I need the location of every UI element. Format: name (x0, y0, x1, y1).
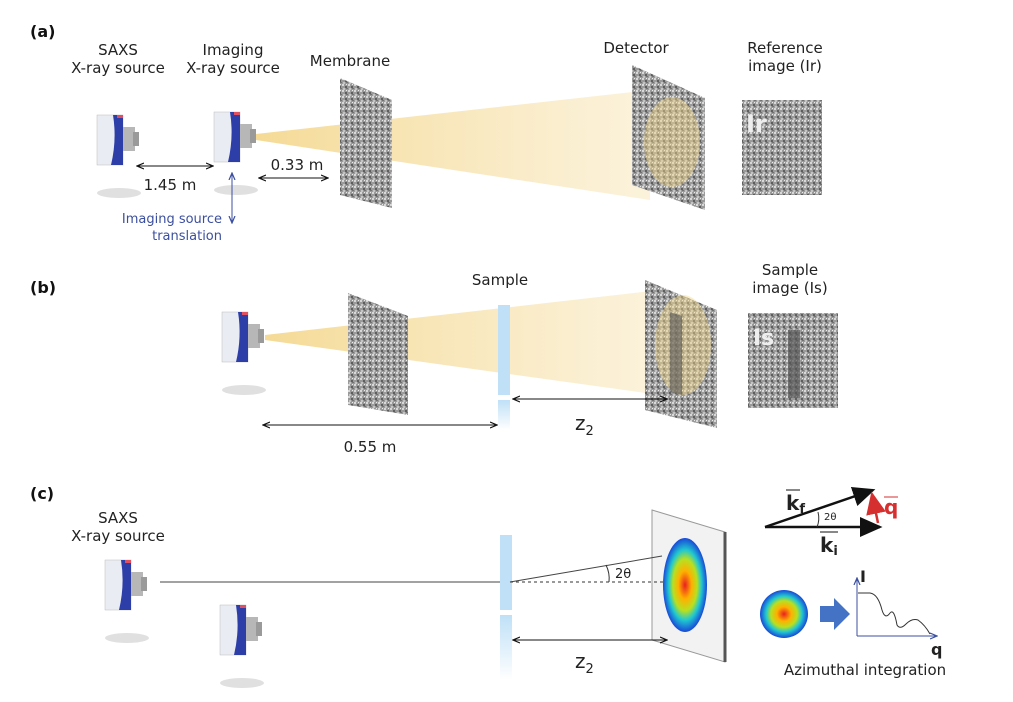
translation-label: Imaging source (122, 212, 222, 227)
membrane-label: Membrane (310, 52, 390, 70)
reference-image-label: Reference (747, 39, 823, 57)
beam-spot (655, 295, 711, 395)
q-vector (866, 491, 886, 524)
xray-beam (265, 290, 660, 395)
saxs-xray-source-icon (104, 559, 150, 644)
q-label: q (884, 495, 898, 519)
distance-sources-label: 1.45 m (144, 176, 197, 194)
reference-image-overlay: Ir (746, 110, 767, 138)
sample-reflection (498, 400, 510, 430)
vector-angle-arc (816, 511, 820, 528)
sample-image-label: Sample (762, 261, 818, 279)
imaging-xray-source-icon (213, 111, 259, 196)
scattering-pattern (663, 538, 707, 632)
saxs-source-label-2: X-ray source (71, 527, 165, 545)
imaging-source-label-2: X-ray source (186, 59, 280, 77)
saxs-source-label: SAXS (98, 41, 138, 59)
panel-label-a: (a) (30, 22, 55, 41)
sample (500, 535, 512, 610)
z2-label: z2 (575, 649, 594, 677)
imaging-xray-source-icon (219, 604, 265, 689)
sample (498, 305, 510, 395)
azimuthal-integration-label: Azimuthal integration (784, 661, 946, 679)
plot-y-label: I (860, 567, 866, 586)
membrane (340, 78, 392, 208)
ki-label: ki (820, 533, 838, 559)
distance-membrane-label: 0.33 m (271, 156, 324, 174)
panel-label-b: (b) (30, 278, 56, 297)
angle-arc (605, 564, 610, 583)
translation-label-2: translation (152, 229, 222, 244)
intensity-curve (858, 592, 931, 635)
vector-angle-label: 2θ (824, 512, 836, 523)
sample-reflection (500, 615, 512, 680)
detector (632, 65, 705, 210)
reference-image-label-2: image (Ir) (748, 57, 822, 75)
imaging-xray-source-icon (221, 311, 267, 396)
scattered-ray (509, 555, 663, 583)
sample-image-overlay: Is (753, 326, 774, 351)
imaging-source-label: Imaging (203, 41, 264, 59)
panel-label-c: (c) (30, 484, 54, 503)
saxs-xray-source-icon (96, 114, 142, 199)
angle-label: 2θ (615, 567, 631, 582)
xray-beam (256, 90, 650, 200)
sample-label: Sample (472, 271, 528, 289)
z2-label: z2 (575, 411, 594, 439)
reference-image (742, 100, 822, 195)
membrane (348, 293, 408, 415)
sample-image-label-2: image (Is) (752, 279, 827, 297)
plot-x-label: q (931, 640, 942, 659)
sample-image-strip (788, 330, 800, 398)
kf-vector (764, 487, 876, 529)
saxs-source-label: SAXS (98, 509, 138, 527)
integration-arrow-icon (820, 598, 850, 630)
kf-label: kf (786, 491, 805, 517)
scattering-pattern-small (760, 590, 808, 638)
detector-label: Detector (603, 39, 669, 57)
distance-sample-label: 0.55 m (344, 438, 397, 456)
beam-spot (644, 97, 700, 187)
saxs-source-label-2: X-ray source (71, 59, 165, 77)
sample-shadow (670, 312, 682, 395)
